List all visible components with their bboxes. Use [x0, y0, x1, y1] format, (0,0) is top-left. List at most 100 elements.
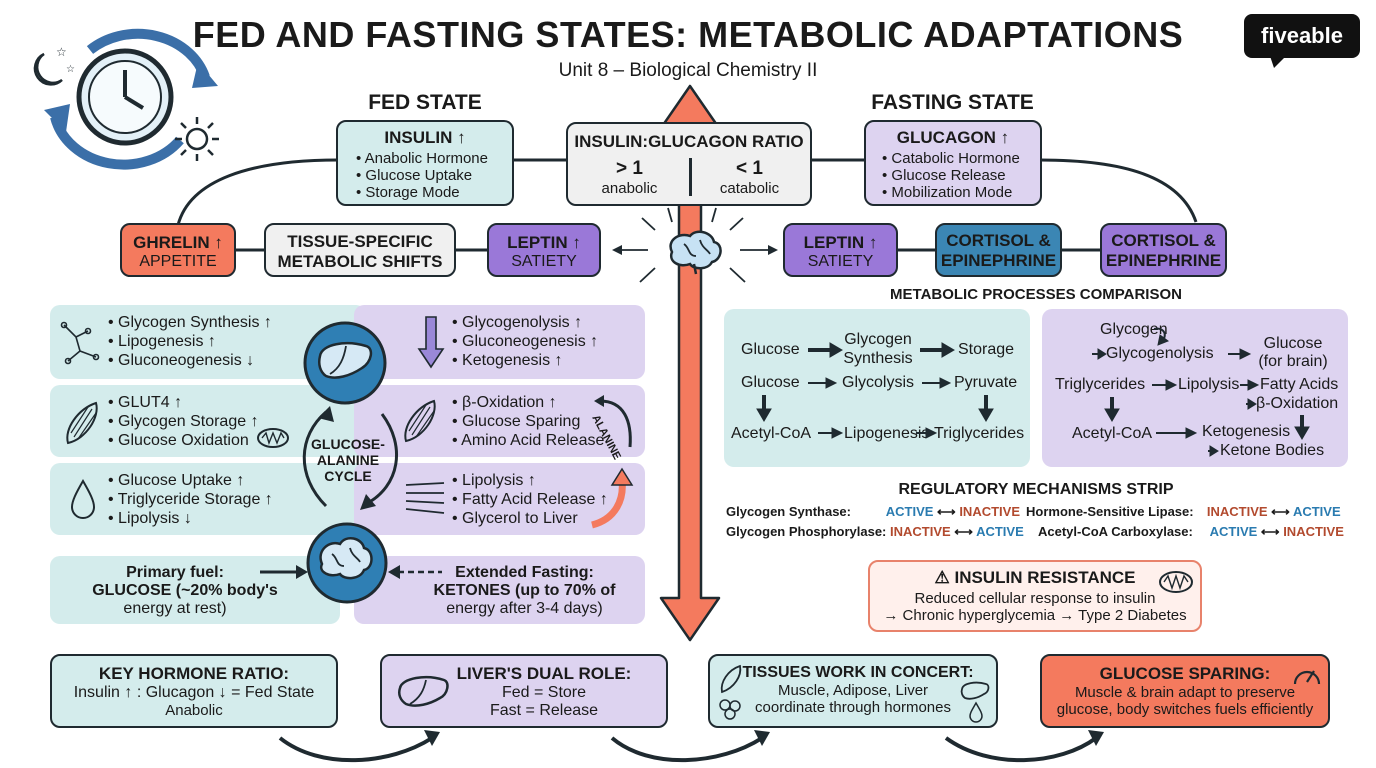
reg-right: ACTIVE: [976, 524, 1024, 539]
droplet-icon: [70, 479, 96, 519]
proc-glucose-1: Glucose: [741, 341, 800, 358]
ghrelin-sub: APPETITE: [139, 253, 217, 270]
reg-right: INACTIVE: [1283, 524, 1344, 539]
gauge-icon: [1293, 670, 1321, 685]
leptin-fast-box: LEPTIN ↑ SATIETY: [783, 223, 898, 277]
proc-glucose-brain-1: Glucose: [1263, 335, 1323, 352]
ir-line1: Reduced cellular response to insulin: [914, 590, 1156, 607]
key-ratio-line1: Insulin ↑ : Glucagon ↓ = Fed State: [73, 684, 315, 701]
tissue-sub: METABOLIC SHIFTS: [277, 252, 443, 271]
leptin-fed-sub: SATIETY: [511, 253, 577, 270]
tissue-shifts-box: TISSUE-SPECIFIC METABOLIC SHIFTS: [264, 223, 456, 277]
list-item: Mobilization Mode: [882, 184, 1040, 201]
ir-title-row: ⚠ INSULIN RESISTANCE: [870, 568, 1200, 588]
proc-pyruvate: Pyruvate: [954, 374, 1018, 391]
list-item: GLUT4 ↑: [108, 393, 259, 412]
warning-icon: ⚠: [934, 568, 950, 587]
ratio-right-label: catabolic: [719, 180, 780, 197]
glucose-sparing-line2: glucose, body switches fuels efficiently: [1056, 701, 1314, 718]
leptin-fed-box: LEPTIN ↑ SATIETY: [487, 223, 601, 277]
ir-title: INSULIN RESISTANCE: [954, 568, 1136, 587]
processes-heading: METABOLIC PROCESSES COMPARISON: [890, 286, 1182, 303]
liver-fed-list: Glycogen Synthesis ↑ Lipogenesis ↑ Gluco…: [108, 313, 272, 370]
list-item: β-Oxidation ↑: [452, 393, 604, 412]
cortisol-b-line2: EPINEPHRINE: [1105, 251, 1222, 270]
fat-release-arrows: [405, 482, 445, 514]
adipose-fed-list: Glucose Uptake ↑ Triglyceride Storage ↑ …: [108, 471, 273, 528]
reg-arrow: ⟷: [937, 504, 956, 519]
glycogen-branch-icon: [60, 321, 100, 365]
reg-name: Acetyl-CoA Carboxylase:: [1038, 524, 1193, 539]
list-item: Catabolic Hormone: [882, 150, 1040, 167]
page-title: FED AND FASTING STATES: METABOLIC ADAPTA…: [192, 14, 1184, 55]
list-item: Glycogen Synthesis ↑: [108, 313, 272, 332]
muscle-fed-panel: GLUT4 ↑ Glycogen Storage ↑ Glucose Oxida…: [50, 385, 366, 457]
liver-dual-title: LIVER'S DUAL ROLE:: [456, 664, 632, 683]
proc-storage: Storage: [958, 341, 1015, 358]
list-item: Glycogenolysis ↑: [452, 313, 598, 332]
brain-fast-panel: Extended Fasting: KETONES (up to 70% of …: [354, 556, 645, 624]
ratio-left-value: > 1: [616, 158, 643, 179]
muscle-icon: [66, 401, 98, 445]
process-fed-panel: Glucose Glycogen Synthesis Storage Gluco…: [724, 309, 1030, 467]
proc-lipolysis: Lipolysis: [1178, 376, 1240, 393]
tissues-concert-title: TISSUES WORK IN CONCERT:: [742, 664, 974, 681]
logo-tail: [1270, 56, 1286, 68]
list-item: Glucose Uptake ↑: [108, 471, 273, 490]
brain-fast-line2: KETONES (up to 70% of: [433, 582, 616, 599]
muscle-fast-list: β-Oxidation ↑ Glucose Sparing Amino Acid…: [452, 393, 604, 450]
leptin-fed-title: LEPTIN ↑: [507, 233, 581, 252]
liver-fast-panel: Glycogenolysis ↑ Gluconeogenesis ↑ Ketog…: [354, 305, 645, 379]
proc-fatty-acids: Fatty Acids: [1260, 376, 1339, 393]
brain-fast-line3: energy after 3-4 days): [446, 600, 603, 617]
reg-arrow: ⟷: [1260, 524, 1280, 539]
glucose-sparing-line1: Muscle & brain adapt to preserve: [1074, 684, 1296, 701]
logo-text: fiveable: [1261, 23, 1343, 48]
ir-line2: → Chronic hyperglycemia → Type 2 Diabete…: [883, 607, 1187, 624]
process-fast-panel: Glycogen Glycogenolysis Glucose (for bra…: [1042, 309, 1348, 467]
tissues-concert-line2: coordinate through hormones: [755, 699, 951, 716]
leptin-fast-sub: SATIETY: [807, 253, 874, 270]
cortisol-b-line1: CORTISOL &: [1111, 231, 1216, 250]
proc-lipogenesis: Lipogenesis: [844, 425, 930, 442]
muscle-icon: [720, 664, 742, 694]
cortisol-epinephrine-box-b: CORTISOL & EPINEPHRINE: [1100, 223, 1227, 277]
insulin-list: Anabolic Hormone Glucose Uptake Storage …: [356, 150, 512, 201]
svg-text:☆: ☆: [66, 64, 75, 75]
process-fast-arrows: [1092, 327, 1310, 457]
cycle-line3: CYCLE: [324, 468, 372, 484]
reg-row-glycogen-synthase: Glycogen Synthase: ACTIVE ⟷ INACTIVE: [726, 504, 1020, 520]
proc-glycolysis: Glycolysis: [842, 374, 915, 391]
brain-fed-line3: energy at rest): [123, 600, 227, 617]
droplet-icon: [969, 701, 983, 723]
liver-dual-line1: Fed = Store: [501, 684, 587, 701]
liver-icon: [303, 321, 387, 405]
fiveable-logo[interactable]: fiveable: [1244, 14, 1360, 58]
key-ratio-box: KEY HORMONE RATIO: Insulin ↑ : Glucagon …: [50, 654, 338, 728]
liver-dual-line2: Fast = Release: [489, 702, 599, 719]
list-item: Fatty Acid Release ↑: [452, 490, 608, 509]
liver-fast-list: Glycogenolysis ↑ Gluconeogenesis ↑ Ketog…: [452, 313, 598, 370]
adipose-fed-panel: Glucose Uptake ↑ Triglyceride Storage ↑ …: [50, 463, 366, 535]
brain-icon: [306, 522, 388, 604]
reg-arrow: ⟷: [1271, 504, 1290, 519]
list-item: Gluconeogenesis ↑: [452, 332, 598, 351]
ratio-title: INSULIN:GLUCAGON RATIO: [574, 132, 804, 151]
reg-right: ACTIVE: [1292, 504, 1341, 519]
fat-cells-icon: [719, 699, 741, 720]
cycle-line2: ALANINE: [316, 452, 380, 468]
cycle-line1: GLUCOSE-: [311, 436, 385, 452]
brain-icon: [669, 230, 722, 275]
brain-fed-line1: Primary fuel:: [126, 564, 224, 581]
reg-left: INACTIVE: [1206, 504, 1268, 519]
glucose-sparing-title: GLUCOSE SPARING:: [1099, 664, 1271, 683]
ratio-divider: [689, 158, 692, 196]
tissue-title: TISSUE-SPECIFIC: [287, 232, 433, 251]
adipose-fast-list: Lipolysis ↑ Fatty Acid Release ↑ Glycero…: [452, 471, 608, 528]
proc-triglycerides: Triglycerides: [934, 425, 1025, 442]
proc-glycogen: Glycogen: [1100, 321, 1168, 338]
list-item: Glycerol to Liver: [452, 509, 608, 528]
proc-glycogen-synth-2: Synthesis: [843, 350, 913, 367]
mitochondria-icon: [257, 428, 289, 448]
